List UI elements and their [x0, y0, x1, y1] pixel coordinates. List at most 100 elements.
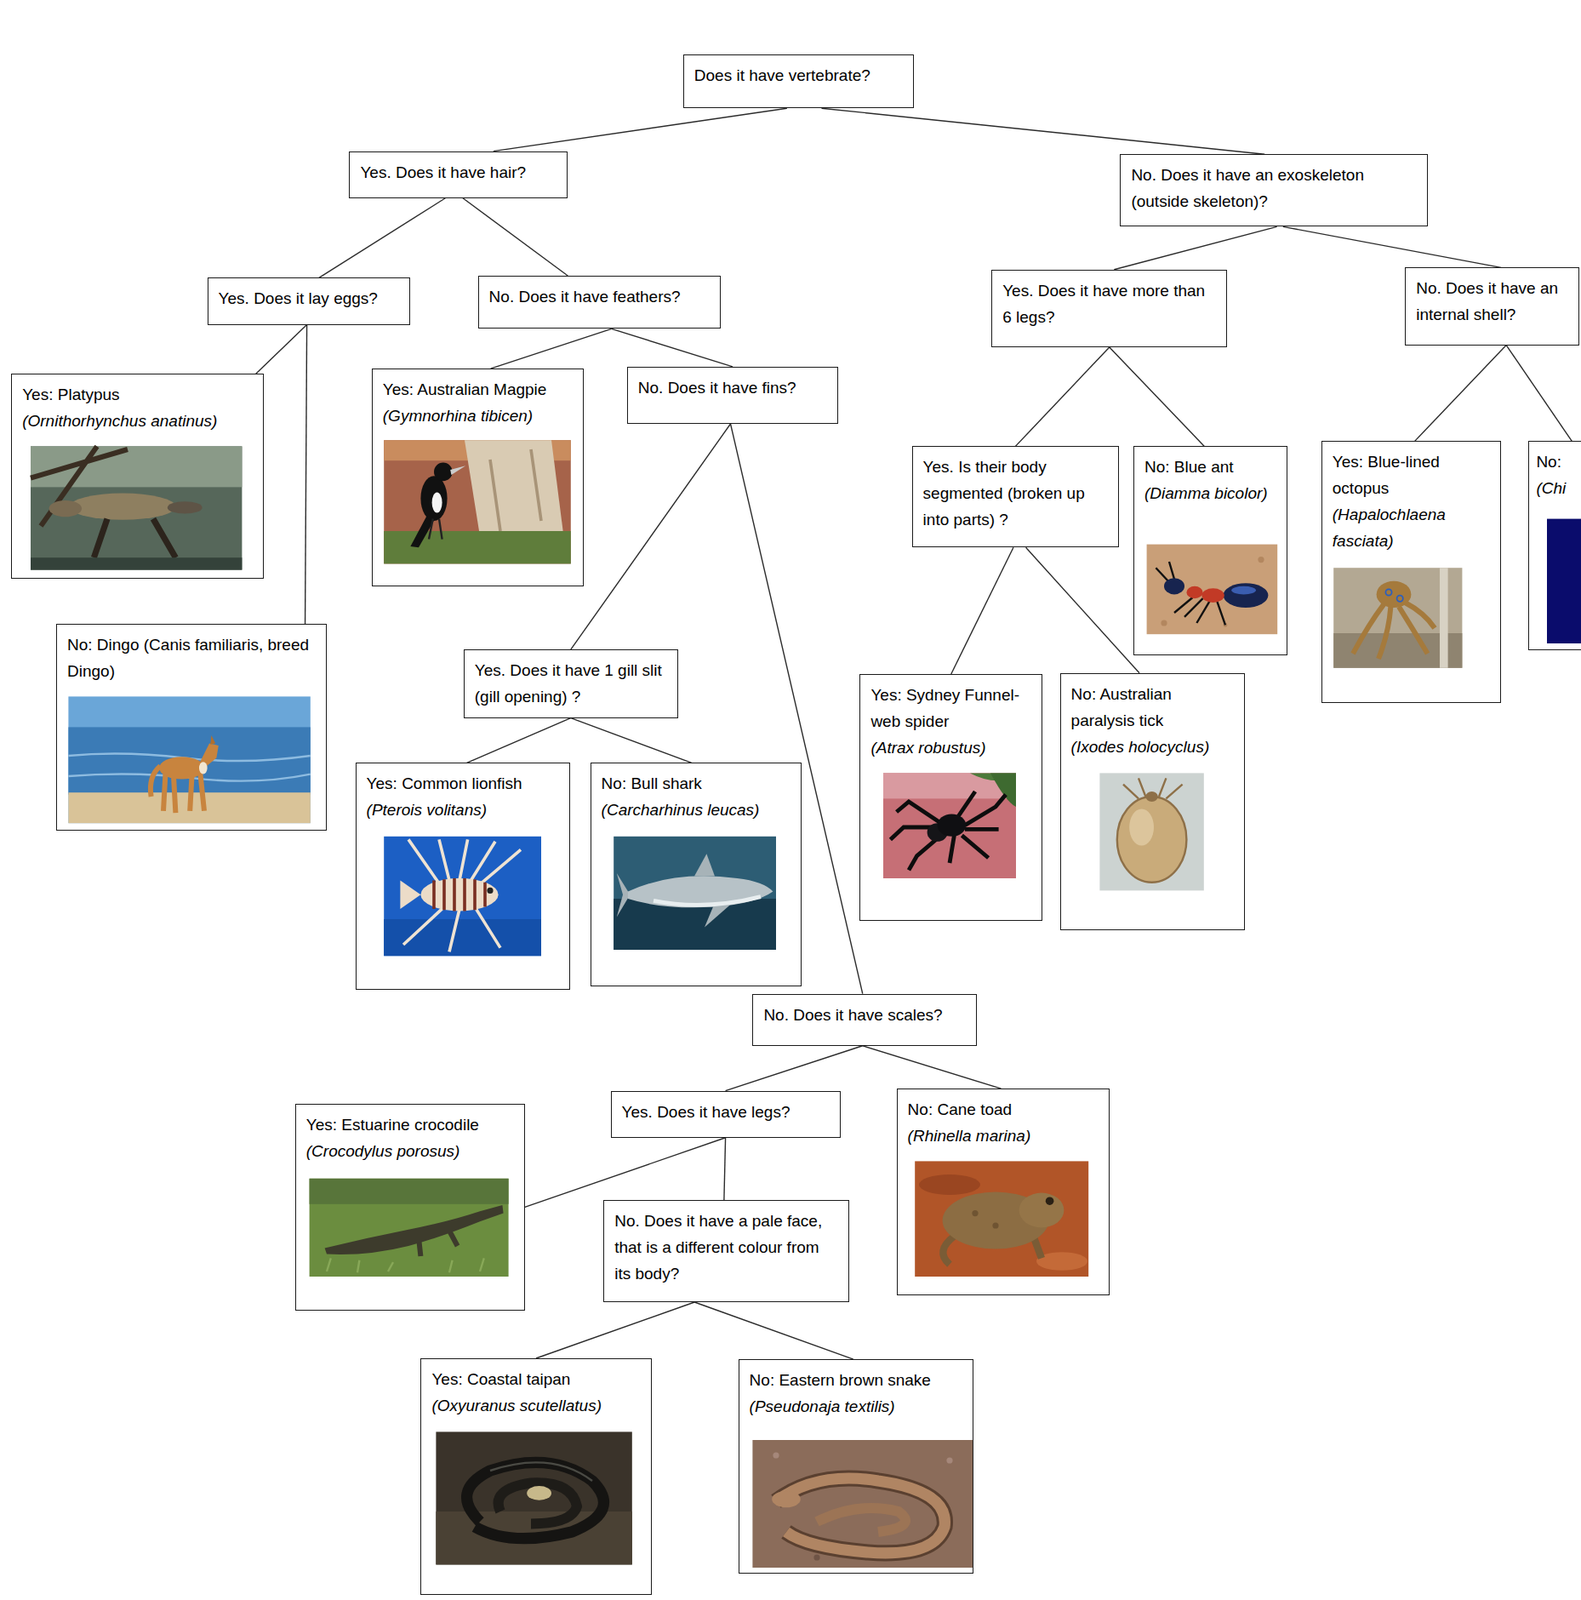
cane-toad-photo-part — [918, 1174, 981, 1195]
magpie-photo-part — [432, 491, 443, 513]
crocodile-photo-part — [309, 1178, 509, 1205]
branch-line — [536, 1301, 695, 1359]
octopus-photo-part — [1376, 581, 1412, 608]
magpie-photo — [383, 439, 571, 564]
octopus-photo-part — [1385, 588, 1392, 595]
tick-photo-part — [1117, 796, 1188, 883]
question-box: No. Does it have a pale face, that is a … — [603, 1199, 850, 1302]
question-text: No. Does it have feathers? — [489, 283, 711, 310]
dingo-photo — [68, 696, 310, 823]
magpie-photo-part — [464, 439, 564, 537]
lionfish-photo-part — [403, 839, 521, 952]
brown-snake-photo-part — [816, 1507, 906, 1532]
dingo-photo-part — [68, 753, 310, 781]
branch-line — [256, 325, 308, 375]
answer-name: Yes: Australian Magpie — [382, 376, 574, 403]
species-box: Yes: Coastal taipan(Oxyuranus scutellatu… — [420, 1358, 651, 1595]
platypus-photo-part — [69, 493, 177, 520]
branch-line — [1113, 226, 1277, 269]
answer-name: No: Blue ant — [1144, 453, 1277, 480]
bull-shark-photo — [613, 836, 777, 950]
answer-name: Yes: Coastal taipan — [431, 1365, 640, 1393]
brown-snake-photo-part — [946, 1456, 953, 1463]
tick-photo-part — [1099, 772, 1204, 891]
blue-ant-photo — [1147, 544, 1279, 635]
cane-toad-photo-part — [1019, 1192, 1065, 1228]
question-box: No. Does it have scales? — [752, 993, 977, 1046]
blue-ant-photo-part — [1186, 586, 1203, 599]
platypus-photo — [30, 445, 242, 570]
branch-line — [493, 108, 788, 151]
answer-name: No: Dingo (Canis familiaris, breed Dingo… — [67, 631, 316, 685]
branch-line — [305, 325, 308, 625]
question-text: No. Does it have a pale face, that is a … — [614, 1207, 839, 1287]
cane-toad-photo-part — [914, 1160, 1089, 1277]
dingo-photo-part — [159, 756, 205, 779]
cane-toad-photo — [914, 1160, 1089, 1277]
answer-name: No: Bull shark — [601, 770, 791, 797]
branch-line — [611, 328, 733, 366]
question-box: Yes. Does it lay eggs? — [207, 277, 411, 325]
cane-toad-photo-part — [1045, 1196, 1055, 1205]
question-text: Yes. Does it have hair? — [359, 159, 557, 186]
answer-name: No: Cane toad — [907, 1095, 1100, 1123]
brown-snake-photo-part — [771, 1490, 801, 1507]
funnel-web-photo-part — [890, 791, 1006, 870]
answer-name: Yes: Estuarine crocodile — [306, 1111, 514, 1138]
question-box: Yes. Does it have more than 6 legs? — [991, 269, 1228, 348]
magpie-photo-part — [383, 530, 571, 564]
question-text: Yes. Is their body segmented (broken up … — [923, 453, 1109, 533]
platypus-photo-part — [30, 445, 242, 570]
brown-snake-photo-part — [813, 1553, 820, 1560]
blue-ant-photo-part — [1147, 544, 1279, 635]
scientific-name: (Rhinella marina) — [907, 1122, 1100, 1149]
branch-line — [1026, 547, 1140, 674]
dingo-photo-part — [199, 761, 208, 774]
lionfish-photo-part — [383, 918, 542, 956]
lionfish-photo-part — [383, 836, 542, 956]
branch-line — [525, 1137, 726, 1208]
question-box: Does it have vertebrate? — [683, 54, 914, 109]
branch-line — [821, 108, 1266, 155]
species-box: Yes: Australian Magpie(Gymnorhina tibice… — [371, 368, 585, 587]
answer-name: Yes: Sydney Funnel-web spider — [870, 681, 1032, 735]
species-box: Yes: Common lionfish(Pterois volitans) — [355, 762, 571, 989]
crocodile-photo — [309, 1178, 509, 1277]
tick-photo — [1099, 772, 1204, 891]
magpie-photo-part — [490, 449, 542, 531]
bull-shark-photo-part — [653, 896, 761, 906]
taipan-photo-part — [490, 1461, 593, 1481]
answer-name: No: — [1535, 448, 1579, 475]
question-text: No. Does it have an internal shell? — [1415, 274, 1569, 328]
dingo-photo-part — [68, 696, 310, 823]
cut-off-photo — [1546, 519, 1581, 644]
branch-line — [724, 1137, 726, 1200]
crocodile-photo-part — [325, 1204, 504, 1255]
question-box: Yes. Does it have legs? — [610, 1090, 841, 1138]
octopus-photo-part — [1352, 602, 1435, 659]
blue-ant-photo-part — [1164, 577, 1185, 594]
lionfish-photo-part — [399, 879, 421, 909]
scientific-name: (Chi — [1535, 474, 1579, 502]
question-text: Yes. Does it lay eggs? — [218, 285, 400, 312]
branch-line — [694, 1301, 854, 1359]
branch-line — [1283, 226, 1502, 268]
scientific-name: (Gymnorhina tibicen) — [382, 402, 574, 429]
tick-photo-part — [1129, 808, 1154, 845]
species-box: Yes: Estuarine crocodile(Crocodylus poro… — [295, 1103, 526, 1310]
question-text: No. Does it have scales? — [763, 1001, 966, 1028]
magpie-photo-part — [433, 462, 453, 482]
platypus-photo-part — [93, 519, 176, 559]
brown-snake-photo-part — [776, 1478, 945, 1553]
question-box: Yes. Is their body segmented (broken up … — [912, 445, 1120, 548]
answer-name: No: Australian paralysis tick — [1071, 680, 1234, 734]
answer-name: Yes: Platypus — [22, 381, 252, 408]
brown-snake-photo-part — [776, 1478, 945, 1553]
question-text: No. Does it have fins? — [638, 374, 828, 401]
cut-off-photo-part — [1546, 519, 1581, 644]
dingo-photo-part — [150, 765, 161, 797]
octopus-photo-part — [1333, 567, 1462, 668]
branch-line — [862, 1045, 1002, 1089]
platypus-photo-part — [49, 500, 82, 517]
branch-line — [1506, 345, 1572, 442]
